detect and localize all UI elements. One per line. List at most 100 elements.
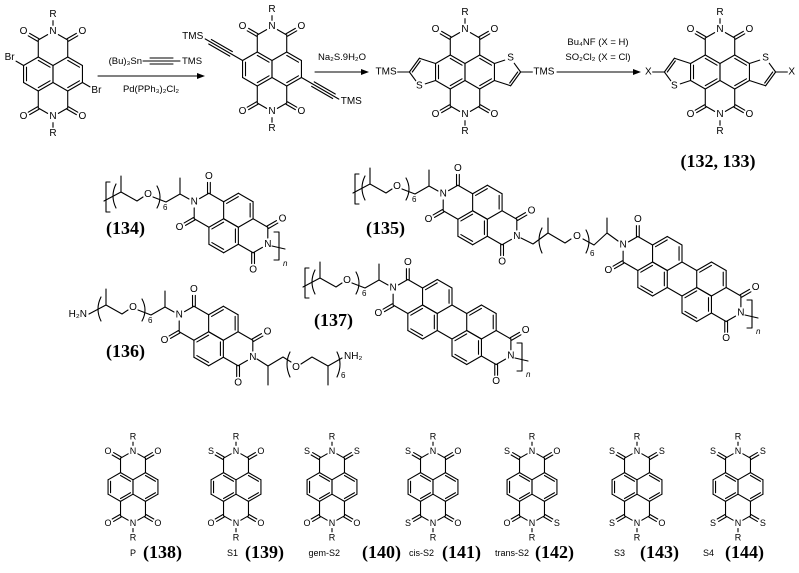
bond bbox=[637, 286, 654, 297]
bond bbox=[648, 472, 663, 481]
double-bond bbox=[750, 454, 760, 460]
bond bbox=[286, 76, 302, 87]
bond bbox=[223, 243, 239, 254]
bond bbox=[469, 32, 481, 39]
bond bbox=[543, 472, 558, 481]
oxygen-atom: O bbox=[504, 518, 511, 528]
bond bbox=[622, 261, 639, 272]
reagent-sodium-sulfide: Na₂S.9H₂O bbox=[318, 52, 366, 63]
oxygen-atom: O bbox=[234, 377, 242, 388]
bond bbox=[193, 305, 210, 316]
sulfur-atom: S bbox=[760, 446, 766, 456]
nitrogen-atom: N bbox=[329, 518, 336, 528]
double-bond bbox=[749, 516, 758, 522]
oxygen-atom: O bbox=[528, 205, 536, 216]
oxygen-atom: O bbox=[634, 214, 642, 225]
compound-label-140: (140) bbox=[362, 542, 401, 563]
double-bond bbox=[739, 288, 751, 296]
chain-bond bbox=[137, 306, 175, 316]
bond bbox=[531, 472, 546, 481]
bond bbox=[37, 81, 54, 92]
aromatic-bond bbox=[654, 239, 668, 248]
nitrogen-atom: N bbox=[49, 26, 56, 37]
double-bond bbox=[310, 454, 320, 460]
bond bbox=[449, 79, 466, 90]
compound-label-143: (143) bbox=[640, 542, 679, 563]
bond bbox=[623, 493, 638, 502]
alkyne-bond bbox=[210, 38, 233, 53]
bond bbox=[331, 493, 346, 502]
aromatic-bond bbox=[724, 474, 737, 482]
nitrogen-atom: N bbox=[634, 518, 641, 528]
nitrogen-atom: N bbox=[233, 446, 240, 456]
bond bbox=[424, 79, 437, 85]
bond bbox=[531, 493, 546, 502]
bond bbox=[712, 472, 727, 481]
bond bbox=[407, 472, 422, 481]
chain-bond bbox=[300, 356, 343, 367]
double-bond bbox=[613, 262, 625, 270]
reagent-sulfuryl-chloride: SO₂Cl₂ (X = Cl) bbox=[565, 52, 630, 63]
double-bond bbox=[248, 27, 259, 35]
nitrogen-atom: N bbox=[233, 518, 240, 528]
aromatic-bond bbox=[640, 285, 654, 294]
double-bond bbox=[733, 106, 744, 114]
bond bbox=[237, 218, 254, 228]
chain-bond bbox=[152, 193, 190, 203]
bond bbox=[240, 453, 250, 459]
aromatic-bond bbox=[318, 492, 331, 500]
bond bbox=[419, 493, 434, 502]
bond bbox=[37, 56, 54, 67]
repeat-count: 6 bbox=[163, 203, 168, 212]
repeat-bracket-open bbox=[105, 181, 111, 213]
nitrogen-atom: N bbox=[264, 239, 271, 250]
bond bbox=[223, 192, 239, 203]
double-bond bbox=[432, 208, 444, 216]
sulfur-atom: S bbox=[354, 446, 360, 456]
bond bbox=[436, 278, 453, 289]
bond bbox=[480, 355, 497, 366]
bond bbox=[765, 71, 777, 87]
double-bond bbox=[285, 27, 296, 35]
aromatic-bond bbox=[343, 474, 355, 482]
paren-close bbox=[156, 185, 161, 209]
bond bbox=[208, 305, 224, 316]
oxygen-atom: O bbox=[722, 333, 730, 344]
bond bbox=[725, 315, 737, 323]
double-bond bbox=[29, 32, 40, 40]
reaction-arrow-step1: (Bu)₃Sn TMS Pd(PPh₃)₂Cl₂ bbox=[97, 56, 205, 95]
paren-open bbox=[286, 351, 291, 378]
double-bond bbox=[718, 516, 727, 522]
paren-open bbox=[361, 175, 366, 201]
bond bbox=[724, 472, 739, 481]
bond bbox=[119, 453, 129, 459]
bond bbox=[725, 286, 742, 297]
bond bbox=[442, 210, 459, 220]
compound-label-138: (138) bbox=[143, 542, 182, 563]
repeat-bracket-open bbox=[304, 267, 310, 299]
amine-group: NH₂ bbox=[344, 351, 362, 362]
bond bbox=[696, 261, 712, 272]
r-group: R bbox=[461, 126, 468, 137]
bond bbox=[486, 184, 503, 195]
double-bond bbox=[144, 452, 153, 458]
aromatic-bond bbox=[734, 78, 748, 87]
double-bond bbox=[252, 335, 264, 343]
bond bbox=[247, 493, 262, 502]
repeat-count: 6 bbox=[341, 371, 346, 380]
bond bbox=[208, 331, 224, 341]
bond bbox=[222, 515, 232, 521]
sulfur-atom: S bbox=[760, 518, 766, 528]
double-bond bbox=[445, 514, 455, 520]
double-bond bbox=[479, 104, 491, 111]
sulfur-atom: S bbox=[671, 80, 678, 91]
bond bbox=[437, 515, 447, 521]
reagent-tbaf: Bu₄NF (X = H) bbox=[567, 37, 628, 48]
oxygen-atom: O bbox=[746, 24, 754, 35]
double-bond bbox=[439, 33, 451, 40]
bond bbox=[408, 57, 420, 73]
double-bond bbox=[413, 516, 422, 522]
bond bbox=[486, 210, 503, 220]
